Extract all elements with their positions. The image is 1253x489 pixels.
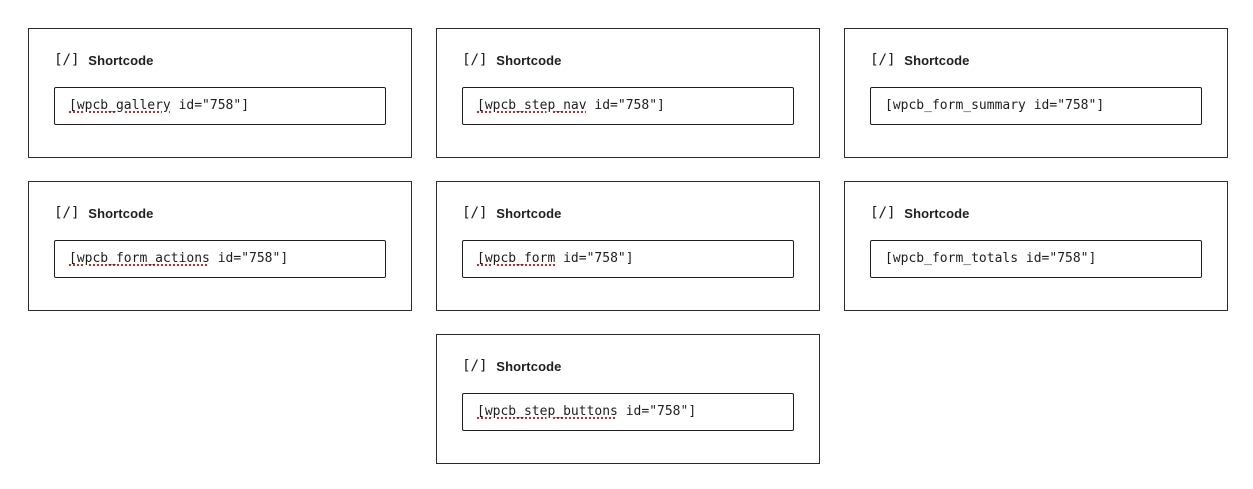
shortcode-attributes: id="758"] [1025,98,1105,113]
shortcode-block-cell: [/] Shortcode [wpcb_form id="758"] [436,181,820,311]
shortcode-block-title: Shortcode [496,358,562,374]
shortcode-block-title: Shortcode [904,205,970,221]
shortcode-attributes: id="758"] [170,98,250,113]
shortcode-attributes: id="758"] [617,404,697,419]
shortcode-tag-name: [wpcb_form_actions [69,251,210,266]
shortcode-block-header: [/] Shortcode [870,53,1202,68]
shortcode-block[interactable]: [/] Shortcode [wpcb_step_buttons id="758"] [436,334,820,464]
shortcode-attributes: id="758"] [209,251,289,266]
shortcode-block-header: [/] Shortcode [54,53,386,68]
shortcode-block-title: Shortcode [88,205,154,221]
shortcode-input[interactable]: [wpcb_form_actions id="758"] [54,239,386,278]
shortcode-input-value: [wpcb_step_nav id="758"] [477,98,665,113]
shortcode-input-value: [wpcb_form_totals id="758"] [885,251,1096,266]
shortcode-block-cell: [/] Shortcode [wpcb_form_totals id="758"] [844,181,1228,311]
shortcode-block-title: Shortcode [496,52,562,68]
shortcode-attributes: id="758"] [586,98,665,113]
shortcode-bracket-icon: [/] [462,205,488,221]
shortcode-block-cell: [/] Shortcode [wpcb_gallery id="758"] [28,28,412,158]
shortcode-tag-name: [wpcb_step_buttons [477,404,618,419]
shortcode-block-cell: [/] Shortcode [wpcb_step_buttons id="758"] [436,334,820,464]
shortcode-bracket-icon: [/] [462,52,488,68]
shortcode-input[interactable]: [wpcb_form id="758"] [462,239,794,278]
shortcode-block[interactable]: [/] Shortcode [wpcb_form id="758"] [436,181,820,311]
shortcode-block-title: Shortcode [904,52,970,68]
shortcode-input[interactable]: [wpcb_form_summary id="758"] [870,86,1202,125]
shortcode-block-header: [/] Shortcode [462,206,794,221]
shortcode-bracket-icon: [/] [870,205,896,221]
shortcode-attributes: id="758"] [555,251,634,266]
shortcode-input-value: [wpcb_form_summary id="758"] [885,98,1104,113]
shortcode-block-cell: [/] Shortcode [wpcb_form_actions id="758"] [28,181,412,311]
shortcode-tag-name: [wpcb_form_totals [885,251,1019,266]
shortcode-input-value: [wpcb_step_buttons id="758"] [477,404,696,419]
shortcode-tag-name: [wpcb_gallery [69,98,171,113]
shortcode-block-header: [/] Shortcode [54,206,386,221]
shortcode-tag-name: [wpcb_form_summary [885,98,1026,113]
shortcode-input[interactable]: [wpcb_form_totals id="758"] [870,239,1202,278]
shortcode-block[interactable]: [/] Shortcode [wpcb_form_actions id="758"] [28,181,412,311]
shortcode-block-header: [/] Shortcode [870,206,1202,221]
shortcode-block[interactable]: [/] Shortcode [wpcb_form_summary id="758"] [844,28,1228,158]
shortcode-input[interactable]: [wpcb_gallery id="758"] [54,86,386,125]
shortcode-tag-name: [wpcb_step_nav [477,98,587,113]
shortcode-block-title: Shortcode [496,205,562,221]
shortcode-input[interactable]: [wpcb_step_nav id="758"] [462,86,794,125]
shortcode-input[interactable]: [wpcb_step_buttons id="758"] [462,392,794,431]
shortcode-block-header: [/] Shortcode [462,359,794,374]
shortcode-block-title: Shortcode [88,52,154,68]
shortcode-attributes: id="758"] [1018,251,1097,266]
shortcode-block[interactable]: [/] Shortcode [wpcb_form_totals id="758"] [844,181,1228,311]
shortcode-block-header: [/] Shortcode [462,53,794,68]
shortcode-input-value: [wpcb_form_actions id="758"] [69,251,288,266]
shortcode-block[interactable]: [/] Shortcode [wpcb_step_nav id="758"] [436,28,820,158]
shortcode-bracket-icon: [/] [870,52,896,68]
shortcode-input-value: [wpcb_gallery id="758"] [69,98,249,113]
shortcode-bracket-icon: [/] [54,205,80,221]
shortcode-block-cell: [/] Shortcode [wpcb_form_summary id="758"] [844,28,1228,158]
shortcode-blocks-grid: [/] Shortcode [wpcb_gallery id="758"] [/] Sh… [28,28,1228,464]
shortcode-input-value: [wpcb_form id="758"] [477,251,634,266]
shortcode-block[interactable]: [/] Shortcode [wpcb_gallery id="758"] [28,28,412,158]
shortcode-tag-name: [wpcb_form [477,251,556,266]
shortcode-bracket-icon: [/] [462,358,488,374]
shortcode-bracket-icon: [/] [54,52,80,68]
shortcode-block-cell: [/] Shortcode [wpcb_step_nav id="758"] [436,28,820,158]
